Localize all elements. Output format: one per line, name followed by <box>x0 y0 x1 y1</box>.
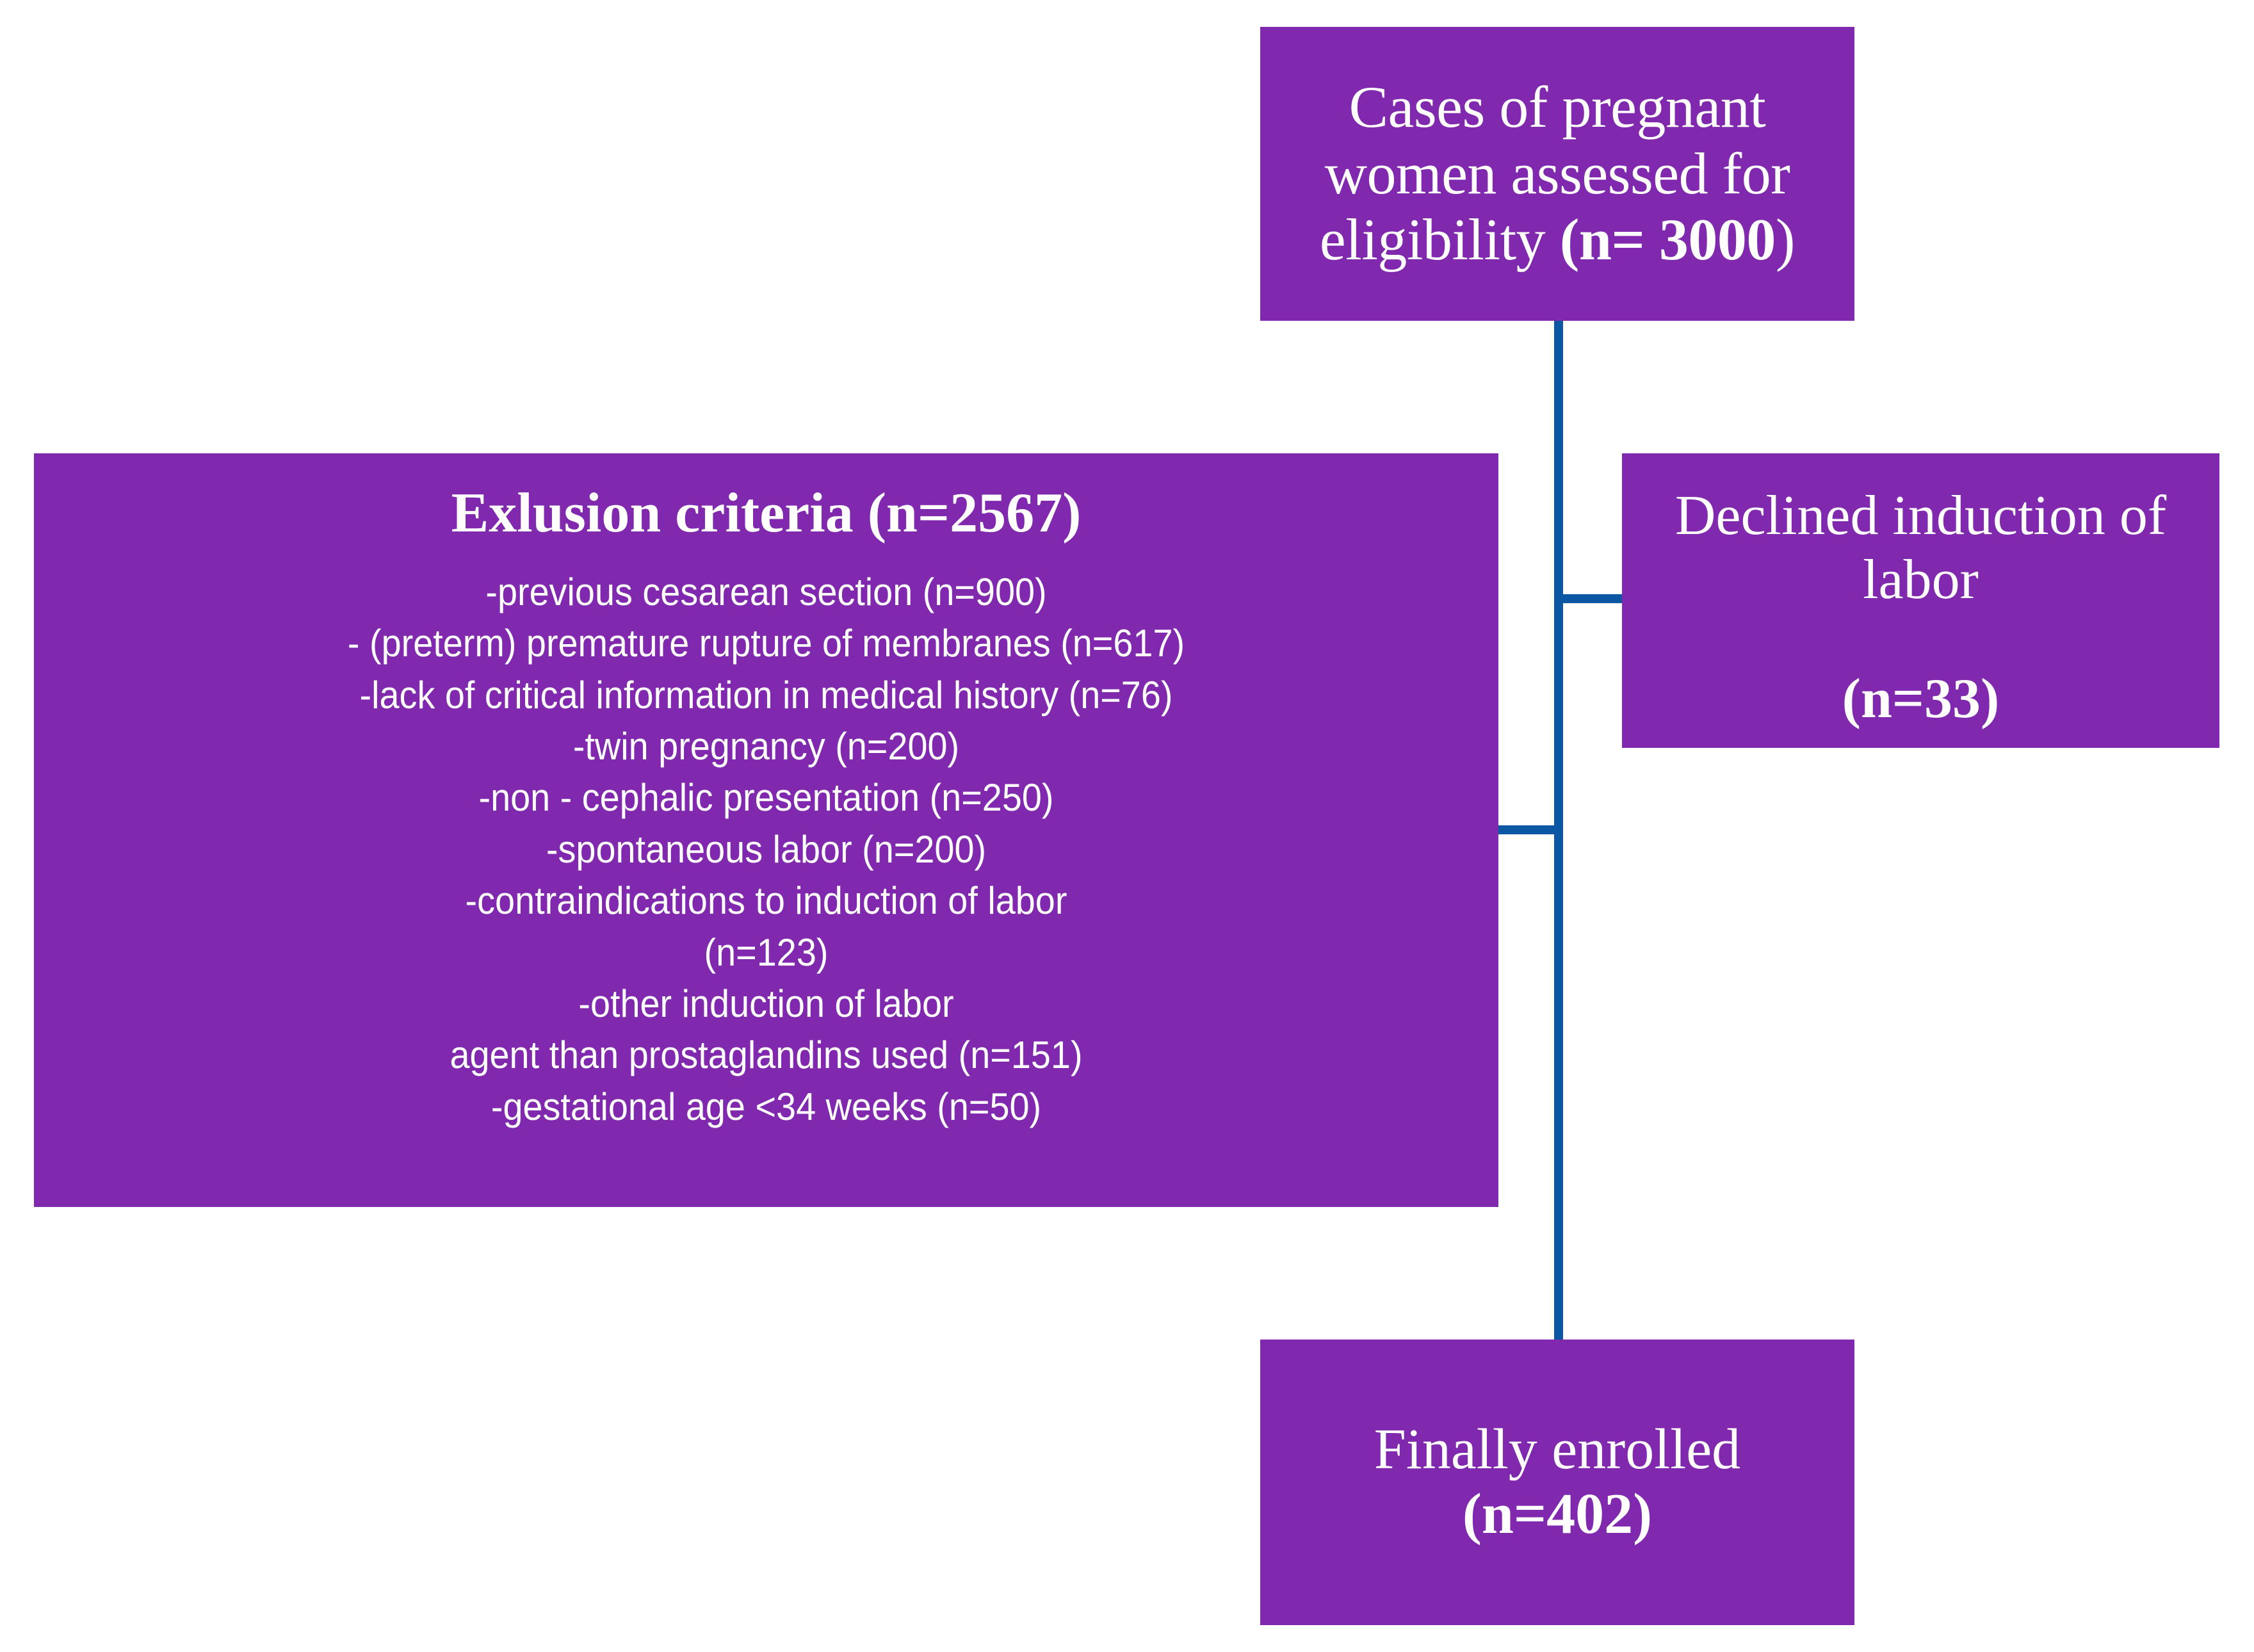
declined-line-2: labor <box>1863 549 1979 611</box>
exclusion-criteria-item: -non - cephalic presentation (n=250) <box>478 776 1054 820</box>
node-assessed-line-3: eligibility (n= 3000) <box>1319 207 1796 273</box>
exclusion-criteria-item: - (preterm) premature rupture of membran… <box>347 622 1185 665</box>
exclusion-criteria-item: -lack of critical information in medical… <box>359 673 1173 717</box>
exclusion-criteria-item: -contraindications to induction of labor <box>465 879 1067 923</box>
node-assessed-text: Cases of pregnant women assessed for eli… <box>1319 74 1796 274</box>
node-finally-enrolled: Finally enrolled (n=402) <box>1260 1340 1854 1625</box>
node-exclusion-criteria: Exlusion criteria (n=2567) -previous ces… <box>34 453 1498 1207</box>
exclusion-criteria-item: -gestational age <34 weeks (n=50) <box>491 1085 1042 1128</box>
node-cases-assessed: Cases of pregnant women assessed for eli… <box>1260 27 1854 321</box>
exclusion-criteria-item: -twin pregnancy (n=200) <box>572 724 960 768</box>
exclusion-criteria-item: -other induction of labor <box>578 982 954 1025</box>
declined-line-1: Declined induction of <box>1674 485 2167 547</box>
exclusion-criteria-item: -previous cesarean section (n=900) <box>485 570 1047 613</box>
declined-text: Declined induction of labor <box>1675 484 2166 613</box>
node-assessed-paren-close: ) <box>1775 207 1796 273</box>
exclusion-criteria-item: (n=123) <box>704 930 829 974</box>
node-assessed-line-2: women assessed for <box>1324 140 1790 206</box>
connector-branch-to-declined <box>1554 594 1623 603</box>
connector-branch-to-exclusion <box>1498 825 1559 834</box>
enrolled-label: Finally enrolled <box>1374 1418 1741 1482</box>
node-assessed-line-1: Cases of pregnant <box>1349 74 1766 140</box>
exclusion-criteria-list: -previous cesarean section (n=900) - (pre… <box>103 567 1429 1133</box>
declined-count: (n=33) <box>1842 667 2000 730</box>
node-assessed-label: eligibility <box>1319 207 1560 273</box>
exclusion-title: Exlusion criteria (n=2567) <box>451 482 1082 544</box>
connector-trunk-vertical <box>1554 321 1563 1340</box>
exclusion-criteria-item: -spontaneous labor (n=200) <box>546 827 987 871</box>
node-declined-induction: Declined induction of labor (n=33) <box>1622 453 2219 748</box>
exclusion-criteria-item: agent than prostaglandins used (n=151) <box>450 1033 1083 1077</box>
enrolled-count: (n=402) <box>1462 1482 1653 1546</box>
node-assessed-count: (n= 3000 <box>1559 207 1776 273</box>
